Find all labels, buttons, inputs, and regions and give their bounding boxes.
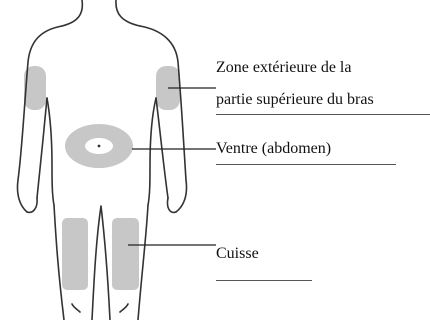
- left-arm-inner: [37, 98, 47, 198]
- left-arm-outer: [17, 26, 62, 212]
- right-thigh-zone: [112, 218, 139, 290]
- abdomen-label: Ventre (abdomen): [216, 139, 331, 159]
- thigh-label-rule: [216, 280, 312, 281]
- torso-right: [148, 98, 156, 205]
- abdomen-label-rule: [216, 164, 396, 165]
- navel-dot: [98, 145, 101, 148]
- pointer-lines: [128, 88, 216, 245]
- upper-arm-label-line-1: Zone extérieure de la: [216, 58, 351, 78]
- right-hand: [167, 198, 176, 212]
- neck-right: [116, 0, 140, 26]
- left-hand: [27, 198, 37, 212]
- left-knee-mark: [72, 304, 80, 312]
- right-arm-outer: [140, 26, 187, 212]
- right-knee-mark: [120, 304, 128, 312]
- crotch: [92, 206, 110, 320]
- upper-arm-label-line-2: partie supérieure du bras: [216, 90, 374, 110]
- thigh-label: Cuisse: [216, 244, 259, 264]
- right-arm-inner: [156, 98, 168, 198]
- upper-arm-label-rule: [216, 114, 430, 115]
- torso-left: [47, 98, 54, 205]
- left-thigh-zone: [62, 218, 88, 290]
- neck-left: [62, 0, 82, 26]
- right-leg-outer: [138, 205, 148, 320]
